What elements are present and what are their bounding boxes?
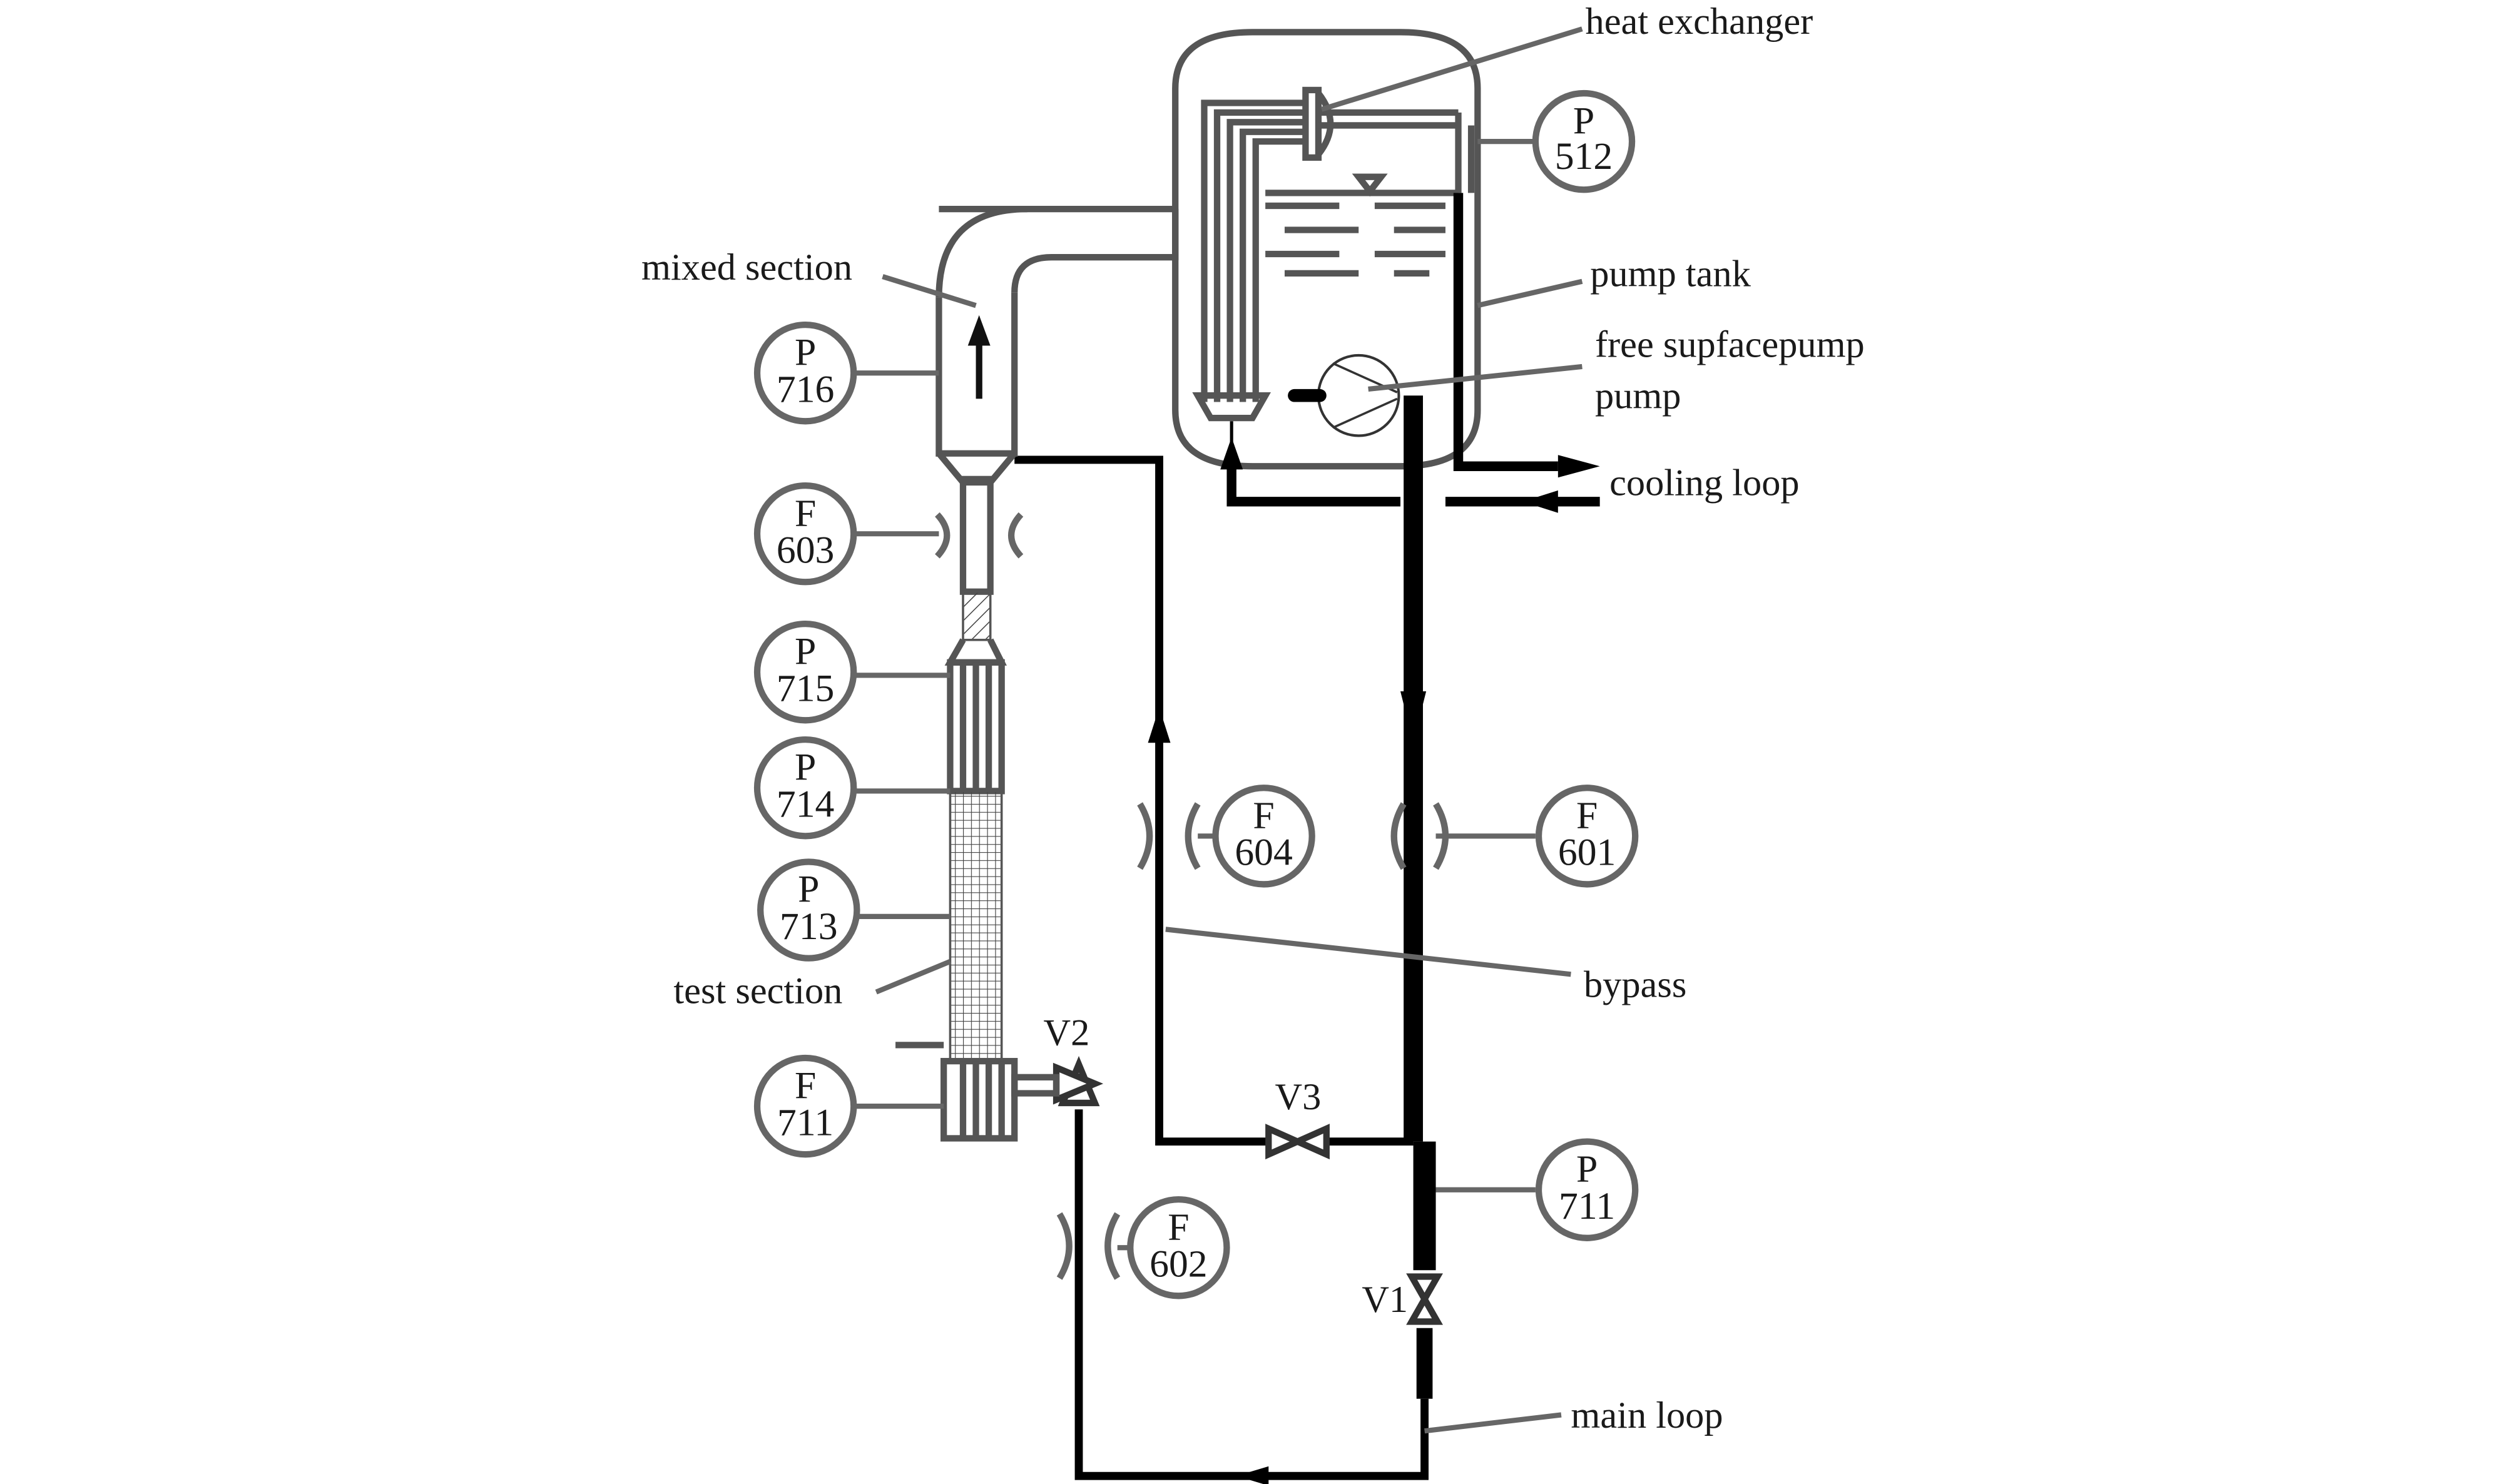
svg-text:F: F [1576, 794, 1598, 836]
water-level-marker [1352, 173, 1388, 197]
cooling-loop-lines [1220, 193, 1600, 513]
svg-text:512: 512 [1555, 135, 1613, 178]
bypass-line [1014, 455, 1414, 1146]
svg-text:601: 601 [1558, 831, 1616, 874]
svg-text:P: P [795, 331, 816, 374]
label-pump-tank: pump tank [1590, 253, 1751, 295]
label-test-section: test section [673, 970, 842, 1012]
svg-text:711: 711 [1559, 1185, 1615, 1227]
instrument-f603: F 603 [753, 482, 857, 586]
label-v1: V1 [1362, 1279, 1408, 1321]
label-main-loop: main loop [1571, 1395, 1723, 1436]
svg-text:F: F [795, 1064, 816, 1107]
pump-discharge-line [1400, 395, 1436, 1399]
heat-exchanger-coil [1192, 86, 1475, 422]
svg-text:711: 711 [777, 1101, 833, 1144]
test-section-column [895, 205, 1179, 1142]
svg-text:P: P [1573, 99, 1594, 142]
svg-text:P: P [795, 746, 816, 788]
svg-text:714: 714 [777, 783, 834, 825]
label-v2: V2 [1043, 1012, 1089, 1054]
label-bypass: bypass [1584, 963, 1686, 1005]
label-cooling-loop: cooling loop [1609, 462, 1800, 504]
valve-v2[interactable] [1053, 1055, 1104, 1107]
instrument-p713: P 713 [757, 858, 860, 962]
instrument-f604: F 604 [1212, 785, 1315, 888]
flow-direction-arrow [967, 315, 991, 399]
instrument-p711: P 711 [1535, 1138, 1639, 1241]
pump-tank [1172, 29, 1481, 470]
svg-text:603: 603 [777, 529, 834, 571]
label-free-surface-pump-2: pump [1595, 375, 1681, 417]
instrument-f602: F 602 [1127, 1196, 1230, 1299]
svg-text:F: F [1253, 794, 1274, 836]
svg-text:P: P [798, 868, 819, 911]
instrument-p714: P 714 [753, 736, 857, 840]
svg-text:716: 716 [777, 368, 834, 410]
svg-text:F: F [1168, 1206, 1189, 1248]
label-v3: V3 [1275, 1076, 1322, 1118]
svg-text:P: P [795, 630, 816, 673]
svg-text:715: 715 [777, 667, 834, 709]
free-surface-pump [1288, 353, 1400, 437]
flowmeter-arcs [934, 512, 1449, 1280]
svg-text:602: 602 [1149, 1243, 1207, 1285]
main-loop-line [1074, 1109, 1429, 1484]
instrument-f601: F 601 [1535, 785, 1639, 888]
valve-v3[interactable] [1265, 1124, 1330, 1160]
instrument-p716: P 716 [753, 321, 857, 425]
instrument-f711: F 711 [753, 1054, 857, 1158]
svg-text:P: P [1576, 1148, 1598, 1191]
instrument-p715: P 715 [753, 620, 857, 724]
label-mixed-section: mixed section [641, 246, 852, 288]
label-free-surface-pump-1: free supfacepump [1595, 324, 1865, 366]
svg-text:F: F [795, 492, 816, 534]
instrument-p512: P 512 [1532, 89, 1636, 193]
svg-text:713: 713 [780, 905, 837, 948]
valve-v1[interactable] [1406, 1273, 1443, 1325]
leader-lines [854, 26, 1583, 1434]
svg-text:604: 604 [1235, 831, 1292, 874]
label-heat-exchanger: heat exchanger [1586, 1, 1813, 43]
